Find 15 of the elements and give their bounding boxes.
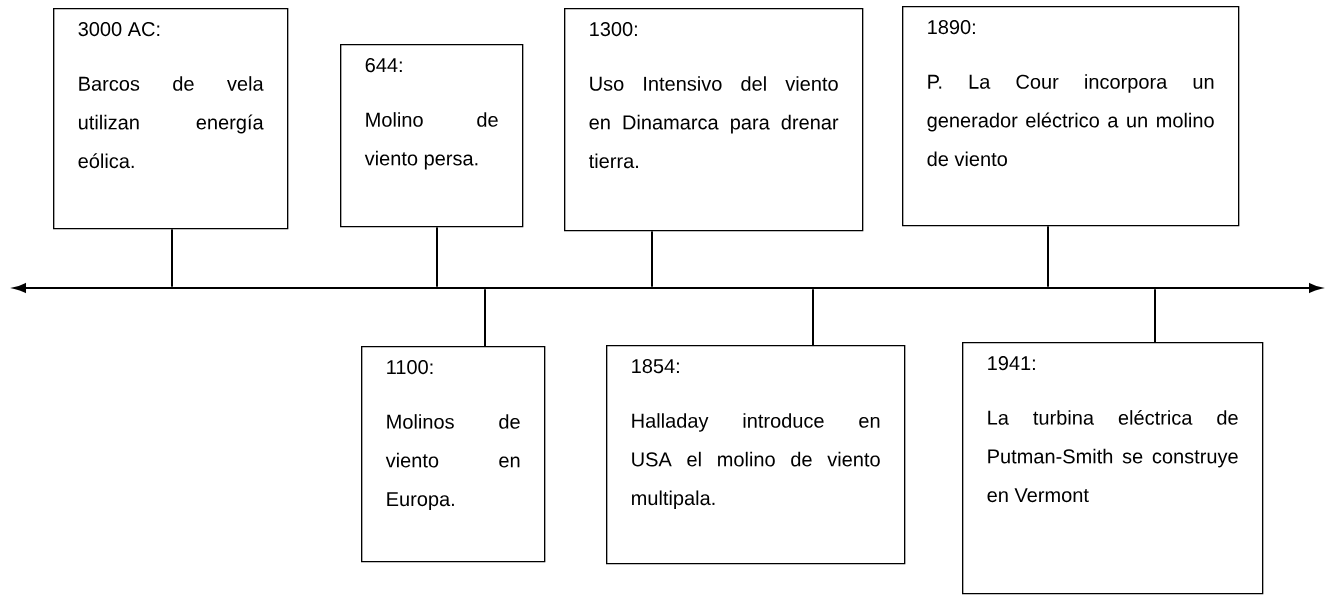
event-box: 1100: Molinos de viento en Europa.: [361, 346, 546, 563]
timeline-axis: [13, 283, 1322, 293]
connector-line: [1154, 288, 1156, 343]
connector-line: [651, 230, 653, 288]
event-box: 1890: P. La Cour incorpora un generador eléctrico a un molino de viento: [902, 6, 1240, 227]
connector-line: [484, 288, 486, 347]
connector-line: [812, 288, 814, 346]
connector-line: [1047, 225, 1049, 288]
connector-line: [436, 226, 438, 288]
event-box: 644: Molino de viento persa.: [340, 44, 524, 228]
event-box: 3000 AC: Barcos de vela utilizan energía eólica.: [53, 8, 289, 230]
connector-line: [171, 228, 173, 288]
event-box: 1854: Halladay introduce en USA el molino de viento multipala.: [606, 345, 906, 565]
event-box: 1300: Uso Intensivo del viento en Dinamarca para drenar tierra.: [564, 8, 864, 232]
event-box: 1941: La turbina eléctrica de Putman-Smith se construye en Vermont: [962, 342, 1264, 595]
